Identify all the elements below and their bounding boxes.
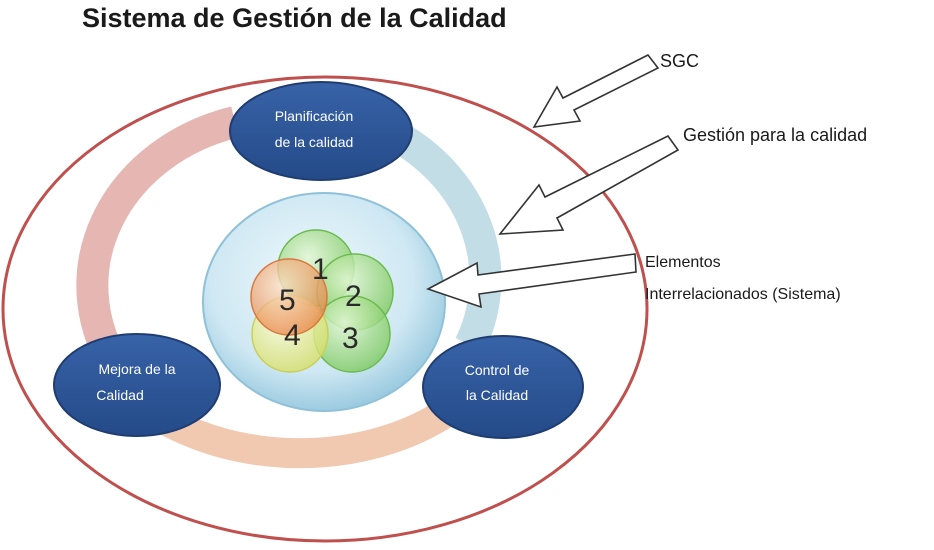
callout-sgc: SGC xyxy=(660,51,699,71)
element-label-4: 4 xyxy=(284,319,301,352)
sgc-outer-ellipse xyxy=(1,75,649,543)
element-circle-5 xyxy=(250,258,328,336)
callout-gestion: Gestión para la calidad xyxy=(683,125,867,145)
oval-control-line1: Control de xyxy=(465,362,530,378)
oval-planificacion-line1: Planificación xyxy=(275,108,354,124)
oval-planificacion-line2: de la calidad xyxy=(275,134,354,150)
oval-control: Control de la Calidad xyxy=(422,335,584,439)
oval-control-line2: la Calidad xyxy=(466,387,528,403)
arrow-elementos xyxy=(425,253,637,309)
oval-mejora-line2: Calidad xyxy=(96,387,143,403)
oval-planificacion: Planificación de la calidad xyxy=(229,81,413,181)
element-label-3: 3 xyxy=(342,322,359,355)
element-label-2: 2 xyxy=(345,280,362,313)
element-label-1: 1 xyxy=(312,253,329,286)
gestion-ring-left-arc xyxy=(76,106,239,383)
oval-mejora: Mejora de la Calidad xyxy=(53,333,221,437)
oval-mejora-line1: Mejora de la xyxy=(98,361,175,377)
arrow-gestion xyxy=(498,134,680,235)
arrow-sgc xyxy=(532,53,660,129)
callout-elementos-line1: Elementos xyxy=(645,254,721,271)
diagram-title: Sistema de Gestión de la Calidad xyxy=(82,3,507,33)
gestion-ring-right-arc xyxy=(391,124,502,352)
element-label-5: 5 xyxy=(279,284,296,317)
callout-elementos-line2: Interrelacionados (Sistema) xyxy=(645,286,841,303)
